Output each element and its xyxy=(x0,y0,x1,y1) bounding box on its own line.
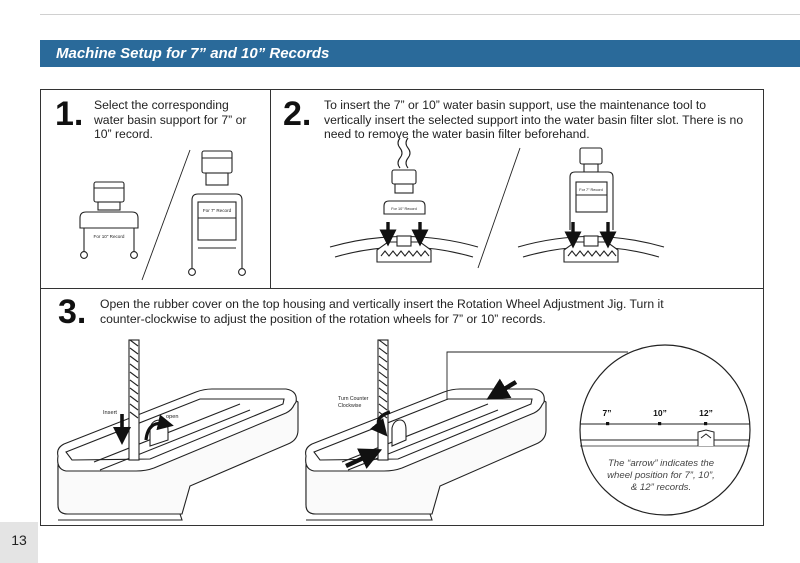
frame-divider-vertical xyxy=(270,89,271,289)
callout-leader xyxy=(446,351,628,400)
note-line-2: wheel position for 7”, 10”, xyxy=(607,470,715,481)
step-2-text: To insert the 7” or 10” water basin supp… xyxy=(324,98,744,141)
step1-slash xyxy=(141,149,191,281)
turn-label-line1: Turn Counter xyxy=(338,396,369,402)
step-3-number: 3. xyxy=(58,293,87,331)
position-12-label: 12” xyxy=(699,408,713,418)
support-7-illustration: For 7” Record xyxy=(188,150,246,276)
top-rule xyxy=(40,14,800,15)
machine-housing-jig xyxy=(305,339,547,521)
page-number-tab xyxy=(0,522,38,563)
insert-7-illustration: For 7” Record xyxy=(517,147,665,263)
step-1-text: Select the corresponding water basin sup… xyxy=(94,98,247,141)
step2-slash xyxy=(477,147,521,269)
step-1-number: 1. xyxy=(55,95,84,133)
position-10-label: 10” xyxy=(653,408,667,418)
support-7-label: For 7” Record xyxy=(203,208,232,213)
slide-arrow-icon xyxy=(345,448,383,469)
wheel-position-detail xyxy=(579,344,751,516)
support-10-illustration: For 10” Record xyxy=(79,181,139,259)
frame-divider-horizontal xyxy=(40,288,763,289)
slide-arrow-icon xyxy=(486,378,518,400)
position-7-label: 7” xyxy=(603,408,612,418)
insert-label: Insert xyxy=(103,410,117,416)
step-2-number: 2. xyxy=(283,95,312,133)
steps-frame xyxy=(40,89,764,526)
insert-10-illustration: For 10” Record xyxy=(329,137,479,263)
rotate-ccw-arrow-icon xyxy=(370,410,391,437)
support-10-label: For 10” Record xyxy=(94,234,125,239)
section-title: Machine Setup for 7” and 10” Records xyxy=(56,45,330,62)
machine-housing-open xyxy=(57,339,299,521)
insert-10-label: For 10” Record xyxy=(391,207,417,211)
curved-open-arrow-icon xyxy=(144,414,174,441)
turn-label-line2: Clockwise xyxy=(338,403,361,409)
section-banner: Machine Setup for 7” and 10” Records xyxy=(40,40,800,67)
note-line-1: The “arrow” indicates the xyxy=(608,458,714,469)
note-line-3: & 12” records. xyxy=(631,482,691,493)
step-3-text: Open the rubber cover on the top housing… xyxy=(100,297,664,326)
page-number: 13 xyxy=(11,532,27,548)
insert-7-label: For 7” Record xyxy=(579,188,602,192)
open-label: open xyxy=(166,414,178,420)
